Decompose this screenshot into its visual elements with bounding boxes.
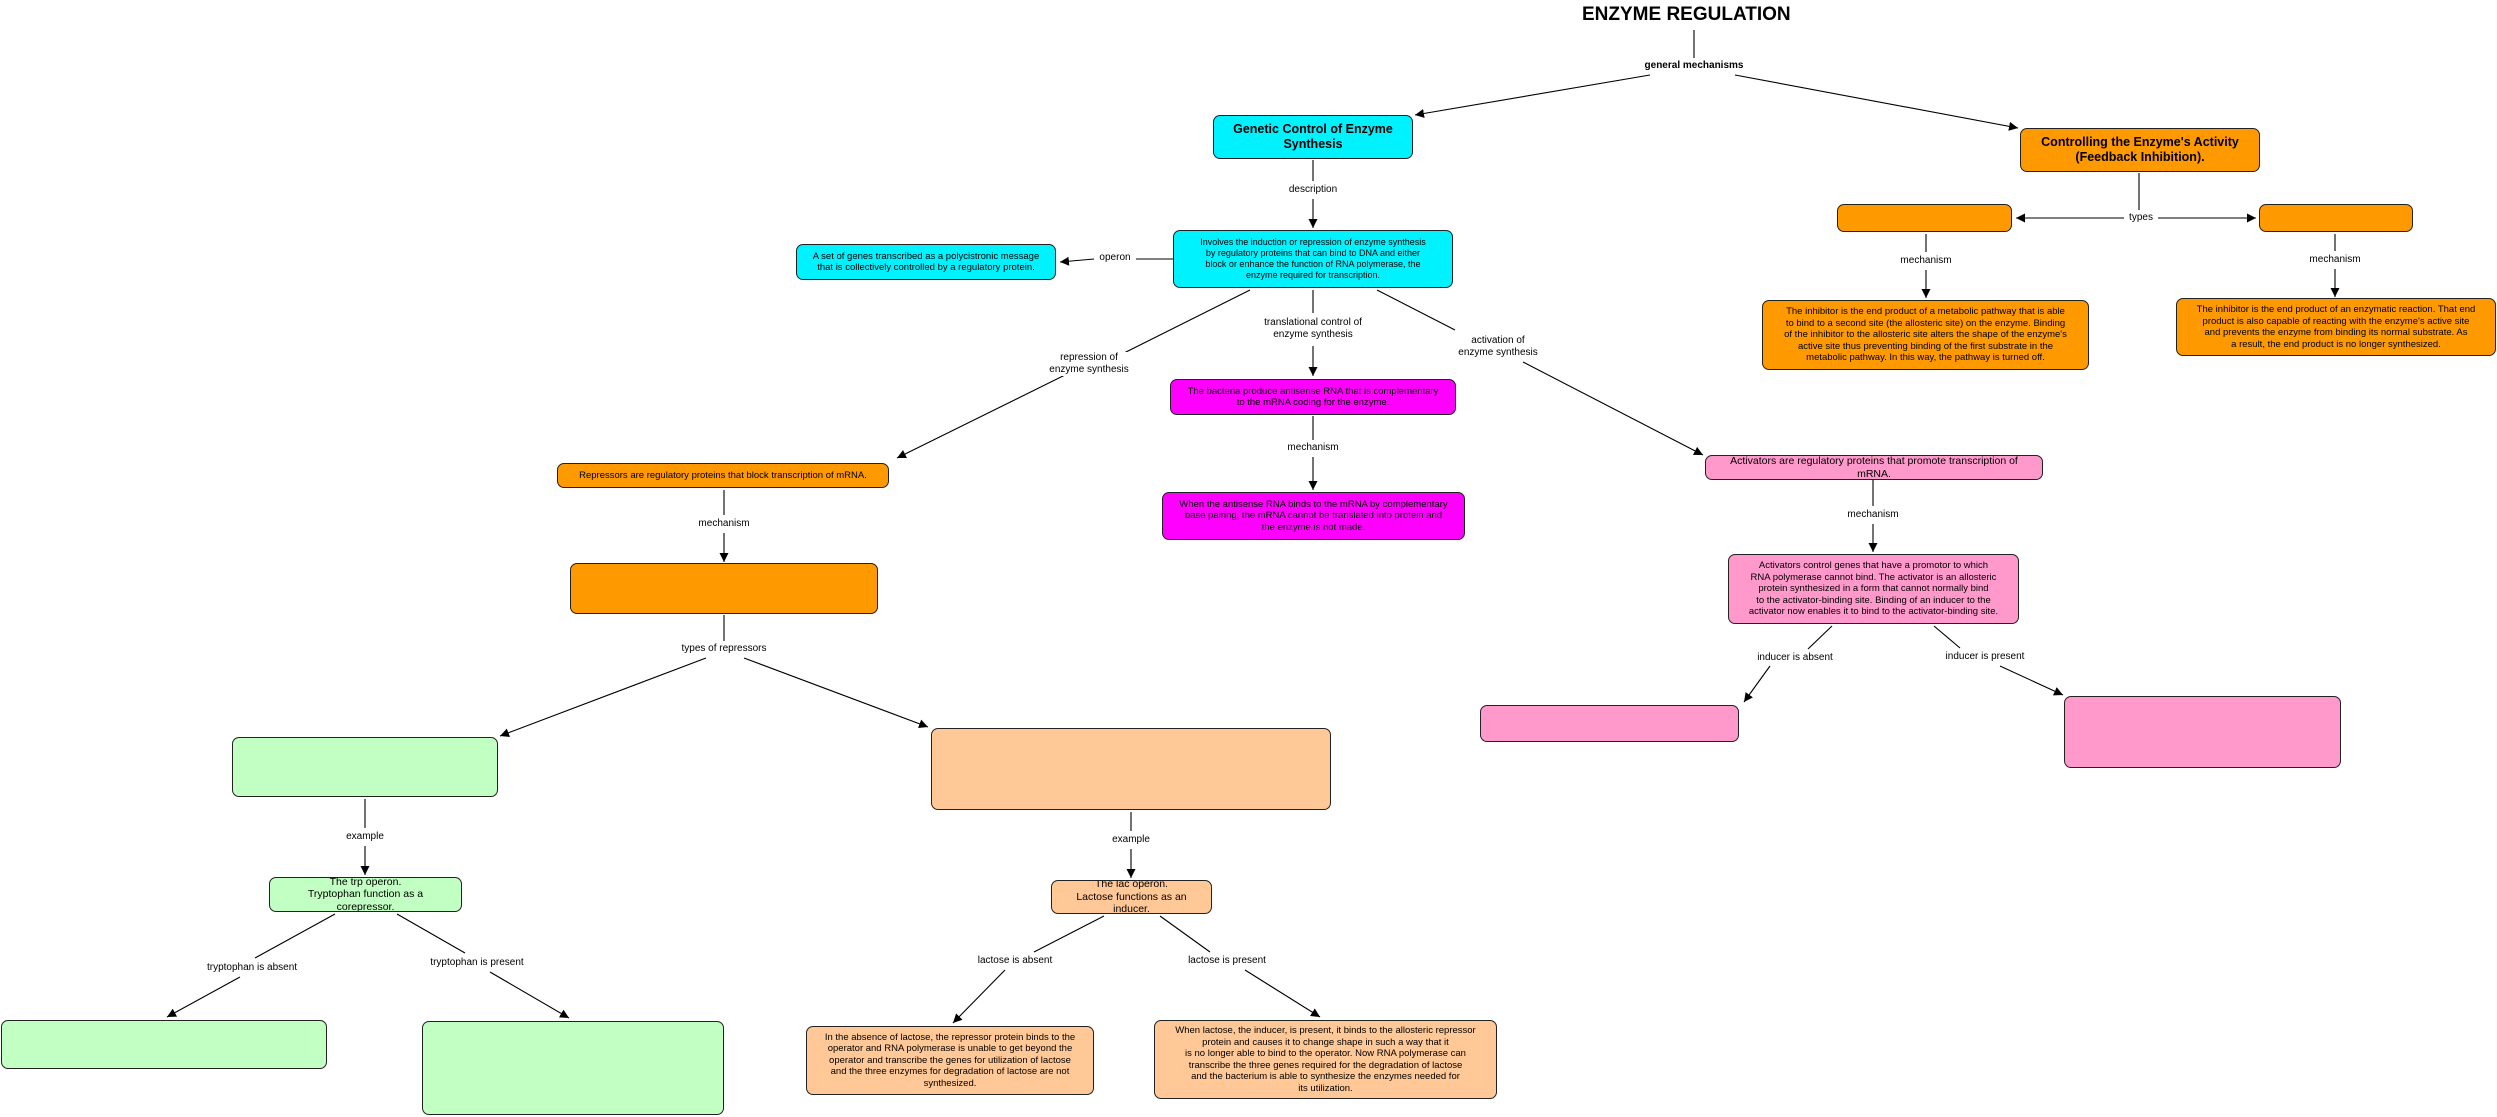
label-general-mechanisms: general mechanisms — [1641, 60, 1747, 72]
label-example-lac: example — [1109, 834, 1153, 846]
edge-trp-present — [489, 971, 570, 1019]
label-types-of-repressors: types of repressors — [678, 643, 770, 655]
label-types-feedback: types — [2126, 212, 2156, 224]
edge-activation — [1522, 361, 1704, 456]
label-example-trp: example — [343, 831, 387, 843]
label-operon: operon — [1096, 252, 1134, 264]
label-mechanism-fb-left: mechanism — [1897, 255, 1955, 267]
node-feedback-type-left[interactable] — [1837, 204, 2012, 232]
node-lac-operon[interactable]: The lac operon. Lactose functions as an … — [1051, 880, 1212, 914]
edge-types-right — [743, 657, 929, 729]
edge-general-controlling — [1734, 74, 2019, 131]
page-title: ENZYME REGULATION — [1582, 4, 1791, 25]
node-genetic-control[interactable]: Genetic Control of Enzyme Synthesis — [1213, 115, 1413, 159]
edge-types-left — [499, 657, 707, 738]
node-controlling-activity[interactable]: Controlling the Enzyme's Activity (Feedb… — [2020, 128, 2260, 172]
node-operon-definition[interactable]: A set of genes transcribed as a polycist… — [796, 244, 1056, 280]
node-corepressor-type[interactable] — [232, 737, 498, 797]
label-lactose-absent: lactose is absent — [974, 955, 1056, 967]
label-translational: translational control of enzyme synthesi… — [1261, 317, 1365, 341]
label-mechanism-activators: mechanism — [1844, 509, 1902, 521]
node-feedback-left-mechanism[interactable]: The inhibitor is the end product of a me… — [1762, 300, 2089, 370]
node-inducer-absent-result[interactable] — [1480, 705, 1739, 742]
label-lactose-present: lactose is present — [1185, 955, 1269, 967]
label-mechanism-fb-right: mechanism — [2306, 254, 2364, 266]
node-feedback-type-right[interactable] — [2259, 204, 2413, 232]
edge-inducer-present — [1999, 665, 2064, 696]
node-inducer-present-result[interactable] — [2064, 696, 2341, 768]
node-inducer-type[interactable] — [931, 728, 1331, 810]
edge-lac-present — [1244, 969, 1321, 1018]
edge-operon — [1059, 256, 1095, 266]
node-lac-absent-result[interactable]: In the absence of lactose, the repressor… — [806, 1026, 1094, 1095]
label-activation: activation of enzyme synthesis — [1455, 335, 1541, 359]
node-activator-mechanism[interactable]: Activators control genes that have a pro… — [1728, 554, 2019, 624]
label-description: description — [1285, 184, 1341, 196]
node-antisense-rna[interactable]: The bacteria produce antisense RNA that … — [1170, 379, 1456, 415]
node-activators[interactable]: Activators are regulatory proteins that … — [1705, 455, 2043, 480]
edge-repression — [896, 374, 1066, 459]
edge-general-genetic — [1414, 74, 1651, 118]
node-trp-present-result[interactable] — [422, 1021, 724, 1115]
label-mechanism-antisense: mechanism — [1284, 442, 1342, 454]
node-trp-operon[interactable]: The trp operon. Tryptophan function as a… — [269, 877, 462, 912]
edge-lac-absent — [952, 969, 1006, 1024]
label-tryptophan-present: tryptophan is present — [427, 957, 527, 969]
node-feedback-right-mechanism[interactable]: The inhibitor is the end product of an e… — [2176, 298, 2496, 356]
node-repressors[interactable]: Repressors are regulatory proteins that … — [557, 463, 889, 488]
label-inducer-absent: inducer is absent — [1754, 652, 1836, 664]
label-mechanism-repressors: mechanism — [695, 518, 753, 530]
label-inducer-present: inducer is present — [1942, 651, 2028, 663]
node-repressor-mechanism[interactable] — [570, 563, 878, 614]
node-antisense-mechanism[interactable]: When the antisense RNA binds to the mRNA… — [1162, 492, 1465, 540]
label-tryptophan-absent: tryptophan is absent — [203, 962, 301, 974]
node-lac-present-result[interactable]: When lactose, the inducer, is present, i… — [1154, 1020, 1497, 1099]
edge-inducer-absent — [1743, 665, 1771, 703]
node-trp-absent-result[interactable] — [1, 1020, 327, 1069]
label-repression: repression of enzyme synthesis — [1046, 352, 1132, 376]
edge-trp-absent — [166, 976, 241, 1018]
node-involves-induction[interactable]: Involves the induction or repression of … — [1173, 230, 1453, 288]
